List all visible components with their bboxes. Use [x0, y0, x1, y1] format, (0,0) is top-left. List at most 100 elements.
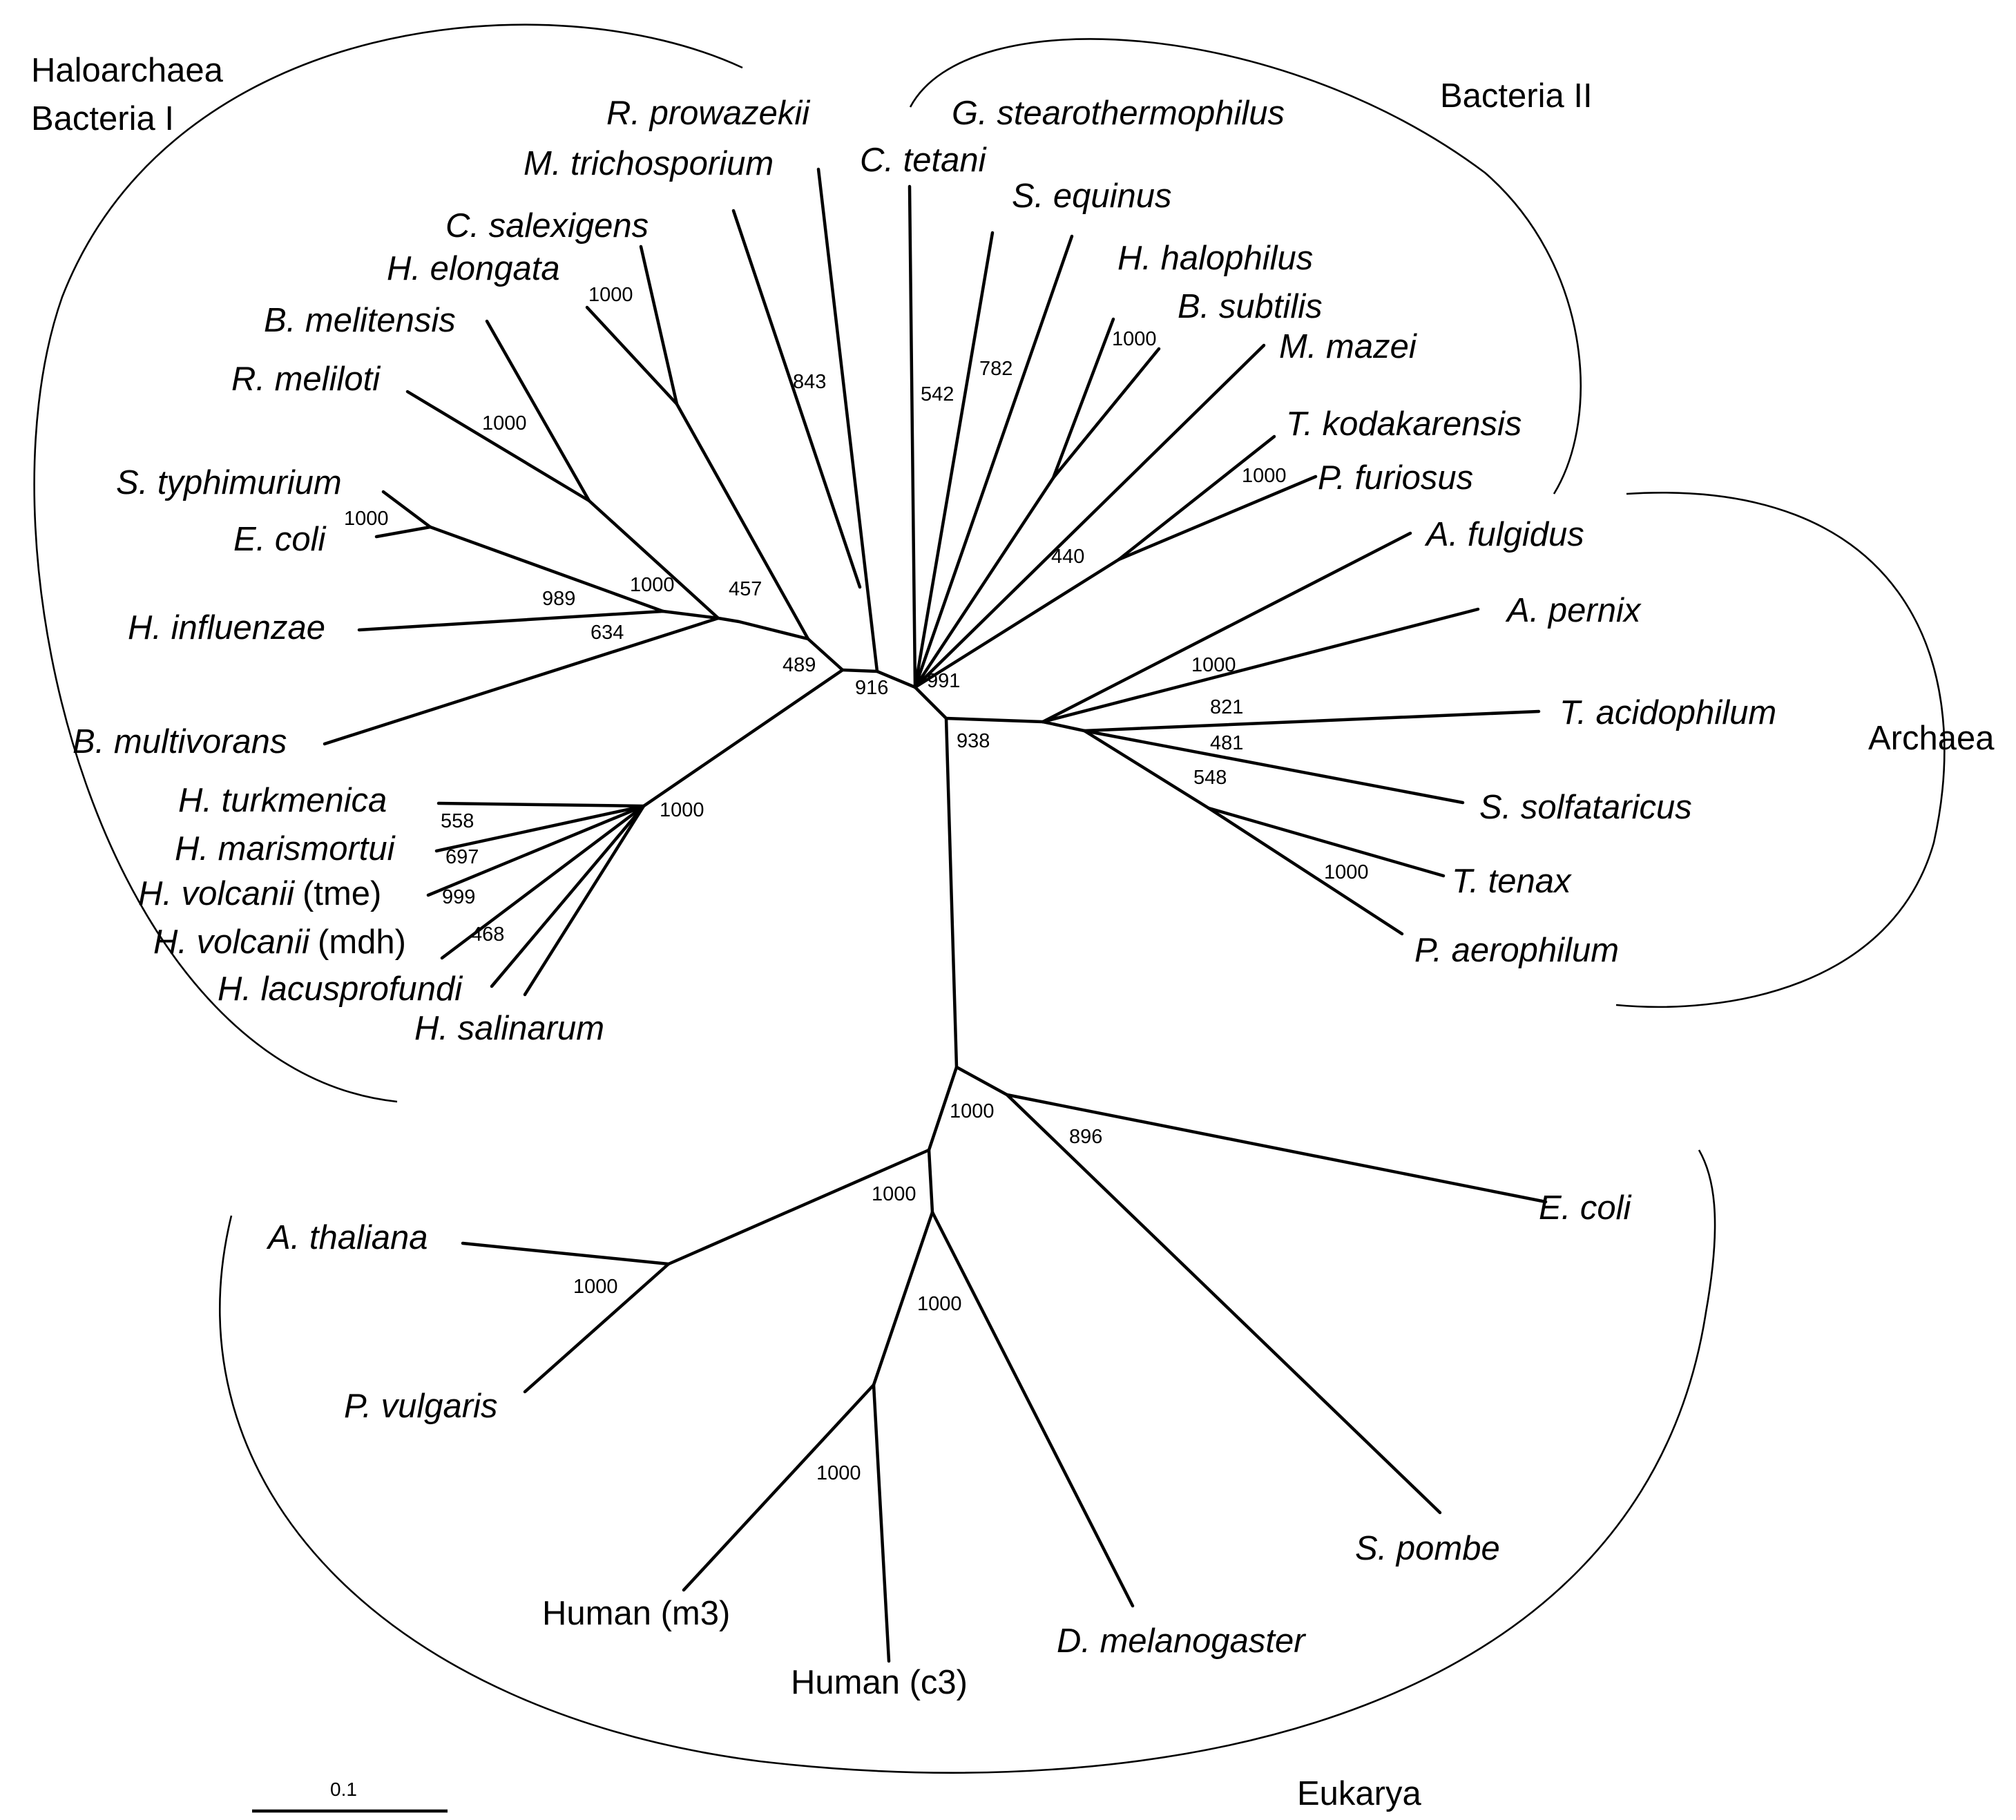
arc-bacteria-2	[909, 38, 1582, 495]
taxon-h-marismortui: H. marismortui	[175, 830, 396, 868]
branch-backbone	[841, 668, 959, 1214]
taxon-t-acidophilum: T. acidophilum	[1559, 694, 1776, 731]
bootstrap-value: 1000	[917, 1293, 962, 1315]
branch-plant-stem	[666, 1148, 931, 1266]
branch-c-salexigens	[639, 245, 679, 406]
bootstrap-values: 1000 843 542 782 1000 1000 1000 989 1000…	[344, 284, 1369, 1484]
taxon-s-pombe: S. pombe	[1355, 1530, 1500, 1567]
branch-calex-stem	[675, 402, 810, 641]
bootstrap-value: 1000	[1191, 654, 1236, 676]
bootstrap-value: 489	[783, 654, 816, 676]
branch-h-halophilus	[1051, 317, 1115, 480]
bootstrap-value: 999	[442, 886, 475, 908]
bootstrap-value: 481	[1210, 732, 1243, 754]
scale-bar: 0.1	[252, 1779, 448, 1813]
taxon-human-c3: Human (c3)	[791, 1664, 968, 1701]
bootstrap-value: 697	[445, 846, 479, 868]
taxon-m-mazei: M. mazei	[1279, 328, 1417, 365]
bootstrap-value: 1000	[1324, 861, 1369, 883]
bootstrap-value: 916	[855, 677, 888, 699]
group-label-haloarchaea: Haloarchaea	[31, 52, 224, 89]
taxon-a-thaliana: A. thaliana	[266, 1219, 428, 1256]
taxon-h-volcanii-mdh-name: H. volcanii	[153, 923, 310, 961]
bootstrap-value: 821	[1210, 696, 1243, 718]
arc-archaea	[1615, 492, 1946, 1008]
taxon-b-multivorans: B. multivorans	[73, 723, 287, 760]
branch-h-volcanii-mdh	[440, 804, 646, 960]
branch-h-salinarum	[523, 804, 646, 997]
taxon-h-halophilus: H. halophilus	[1117, 240, 1313, 277]
taxon-h-volcanii-tme-name: H. volcanii	[138, 875, 295, 912]
taxon-h-salinarum: H. salinarum	[414, 1010, 604, 1047]
branch-b-melitensis	[485, 319, 591, 503]
branch-p-vulgaris	[523, 1262, 671, 1394]
bootstrap-value: 1000	[816, 1462, 861, 1484]
branch-styp-stem	[428, 525, 665, 613]
branch-m-trichosporium	[731, 209, 862, 589]
branch-thermoprot-stem	[1082, 729, 1211, 810]
taxon-t-tenax: T. tenax	[1452, 863, 1572, 900]
group-label-archaea: Archaea	[1868, 720, 1995, 757]
scale-bar-label: 0.1	[330, 1779, 357, 1800]
branch-r-meliloti	[405, 390, 591, 503]
taxon-r-prowazekii: R. prowazekii	[606, 95, 810, 132]
branch-d-melanogaster	[930, 1210, 1135, 1608]
group-label-bacteria-2: Bacteria II	[1440, 77, 1593, 115]
bootstrap-value: 440	[1051, 546, 1084, 568]
taxon-b-melitensis: B. melitensis	[264, 302, 456, 339]
taxon-h-volcanii-mdh-suffix: (mdh)	[318, 923, 406, 961]
branch-entero-stem	[661, 609, 720, 620]
bootstrap-value: 1000	[1242, 465, 1287, 487]
bootstrap-value: 1000	[573, 1276, 618, 1298]
bootstrap-value: 1000	[872, 1183, 916, 1205]
bootstrap-value: 548	[1193, 767, 1227, 789]
taxon-a-fulgidus: A. fulgidus	[1424, 516, 1584, 553]
bootstrap-value: 1000	[630, 574, 675, 596]
bootstrap-value: 1000	[344, 508, 389, 530]
branch-a-pernix	[1041, 607, 1480, 724]
taxon-d-melanogaster: D. melanogaster	[1057, 1622, 1306, 1660]
taxon-h-turkmenica: H. turkmenica	[178, 782, 387, 819]
bootstrap-value: 558	[441, 810, 474, 832]
taxon-p-aerophilum: P. aerophilum	[1414, 932, 1619, 969]
bootstrap-value: 457	[729, 578, 762, 600]
taxon-c-salexigens: C. salexigens	[445, 207, 649, 245]
branch-b-subtilis	[1051, 347, 1161, 480]
bootstrap-value: 1000	[482, 412, 527, 434]
branch-e-coli-bact	[374, 525, 432, 539]
branch-halo-stem	[642, 668, 845, 808]
branch-m-mazei	[913, 343, 1266, 689]
taxon-e-coli-bact: E. coli	[233, 521, 327, 558]
bootstrap-value: 634	[591, 622, 624, 644]
branch-h-volcanii-tme	[426, 804, 646, 897]
branch-s-equinus	[913, 234, 1074, 689]
bootstrap-value: 1000	[1112, 328, 1157, 350]
group-label-bacteria-1: Bacteria I	[31, 100, 174, 137]
taxon-s-typhimurium: S. typhimurium	[116, 464, 342, 501]
taxon-s-solfataricus: S. solfataricus	[1479, 789, 1692, 826]
arc-haloarchaea-bacteria-1	[33, 23, 743, 1103]
bootstrap-value: 1000	[950, 1100, 995, 1122]
branch-s-solfataricus	[1082, 729, 1465, 805]
branch-bmel-stem	[587, 499, 720, 620]
bootstrap-value: 938	[957, 730, 990, 752]
taxon-a-pernix: A. pernix	[1505, 592, 1642, 629]
branch-r-prowazekii	[816, 167, 879, 673]
branch-p-furiosus	[1117, 475, 1318, 562]
bootstrap-value: 896	[1069, 1126, 1102, 1148]
bootstrap-value: 1000	[588, 284, 633, 306]
branch-h-influenzae	[357, 609, 665, 632]
branch-human-c3	[872, 1383, 891, 1663]
branch-s-pombe	[954, 1065, 1442, 1515]
branch-h-turkmenica	[436, 801, 646, 808]
branch-h-elongata	[585, 305, 679, 406]
taxon-h-volcanii-mdh: H. volcanii(mdh)	[153, 923, 406, 961]
arc-eukarya	[219, 1149, 1716, 1774]
branch-b-multivorans	[323, 616, 720, 746]
taxon-r-meliloti: R. meliloti	[231, 361, 381, 398]
branch-halophilus-stem	[913, 476, 1055, 689]
taxon-h-lacusprofundi: H. lacusprofundi	[218, 970, 463, 1008]
taxon-human-m3: Human (m3)	[542, 1595, 730, 1632]
bootstrap-value: 843	[793, 371, 826, 393]
taxon-h-volcanii-tme: H. volcanii(tme)	[138, 875, 381, 912]
